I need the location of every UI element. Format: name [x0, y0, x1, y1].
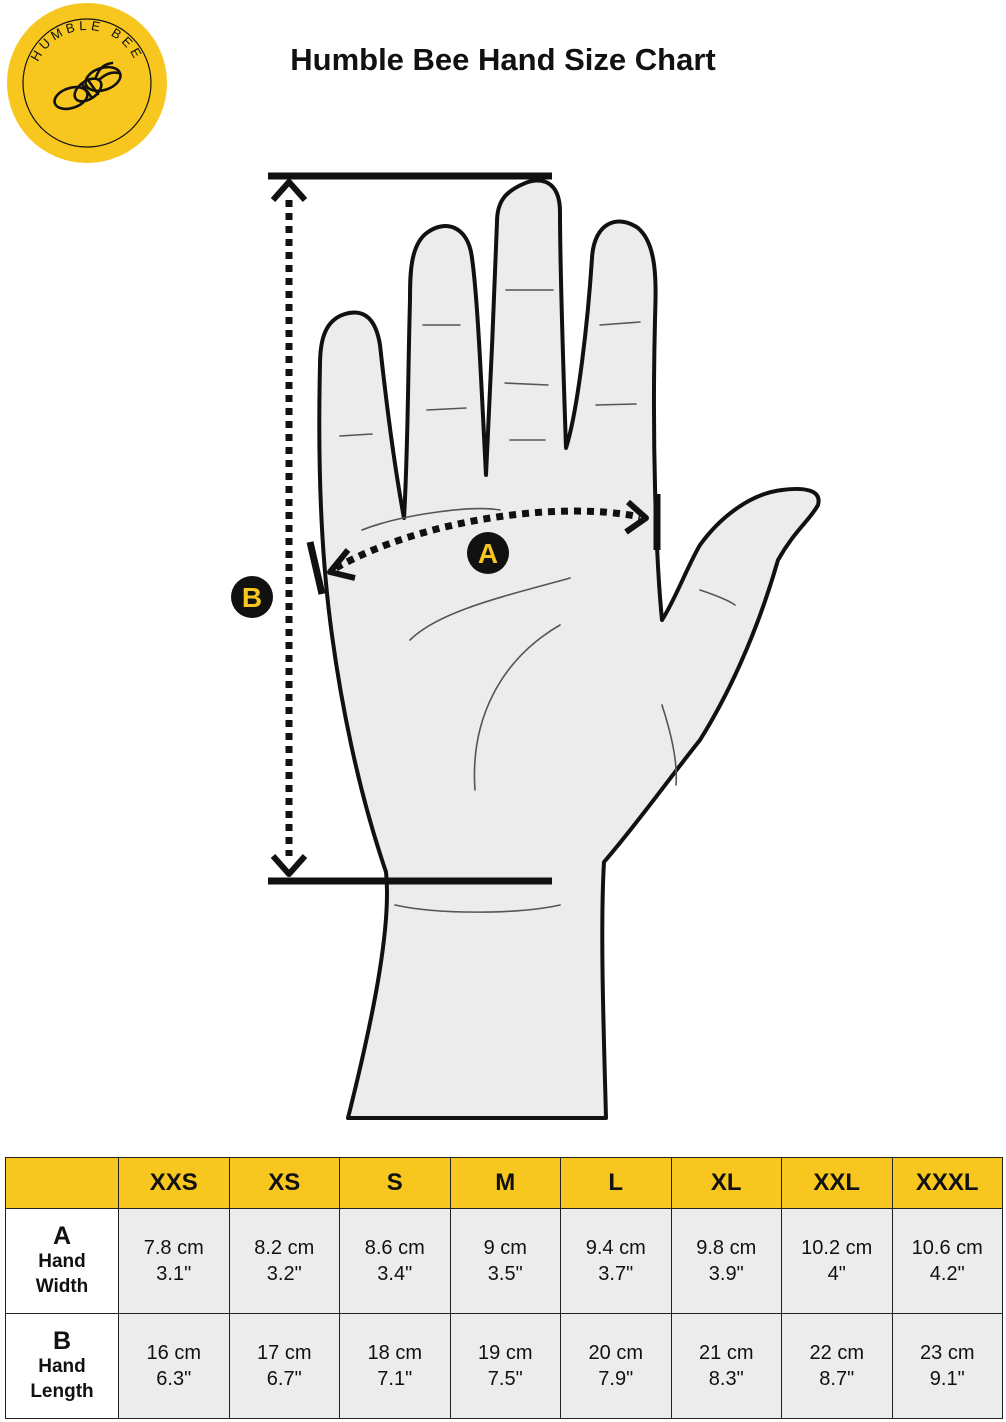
row-header: A Hand Width	[5, 1208, 119, 1314]
size-header: XL	[670, 1157, 782, 1209]
row-label-line2: Width	[35, 1275, 89, 1297]
inch-value: 7.9"	[598, 1368, 634, 1390]
size-header: M	[449, 1157, 561, 1209]
width-label: A	[478, 538, 498, 569]
cm-value: 8.6 cm	[364, 1237, 425, 1259]
cm-value: 7.8 cm	[143, 1237, 204, 1259]
page-title: Humble Bee Hand Size Chart	[290, 42, 716, 77]
table-cell: 9.4 cm 3.7"	[560, 1208, 672, 1314]
header-corner	[5, 1157, 119, 1209]
size-table: XXS XS S M L XL XXL XXXL A Hand Width 7.…	[5, 1157, 1003, 1419]
size-header: XXS	[118, 1157, 230, 1209]
cm-value: 8.2 cm	[254, 1237, 315, 1259]
size-header: XS	[228, 1157, 340, 1209]
inch-value: 7.1"	[377, 1368, 413, 1390]
table-cell: 7.8 cm 3.1"	[118, 1208, 230, 1314]
inch-value: 3.9"	[708, 1263, 744, 1285]
hand-width-row: A Hand Width 7.8 cm 3.1" 8.2 cm 3.2" 8.6 c…	[5, 1208, 1003, 1314]
table-cell: 21 cm 8.3"	[670, 1313, 782, 1419]
size-header: S	[339, 1157, 451, 1209]
cm-value: 9 cm	[483, 1237, 527, 1259]
row-label-line1: Hand	[38, 1251, 86, 1273]
length-label: B	[242, 582, 262, 613]
width-arrow	[327, 499, 649, 581]
cm-value: 10.2 cm	[801, 1237, 873, 1259]
cm-value: 16 cm	[146, 1342, 201, 1364]
cm-value: 20 cm	[588, 1342, 643, 1364]
row-label-line1: Hand	[38, 1356, 86, 1378]
cm-value: 21 cm	[699, 1342, 754, 1364]
inch-value: 3.4"	[377, 1263, 413, 1285]
size-header: L	[560, 1157, 672, 1209]
width-left-bar	[306, 541, 326, 595]
inch-value: 8.7"	[819, 1368, 855, 1390]
hand-length-row: B Hand Length 16 cm 6.3" 17 cm 6.7" 18 cm 7…	[5, 1313, 1003, 1419]
table-cell: 10.6 cm 4.2"	[891, 1208, 1003, 1314]
width-label-badge: A	[467, 532, 509, 574]
table-cell: 19 cm 7.5"	[449, 1313, 561, 1419]
table-cell: 23 cm 9.1"	[891, 1313, 1003, 1419]
inch-value: 9.1"	[929, 1368, 965, 1390]
table-cell: 22 cm 8.7"	[781, 1313, 893, 1419]
cm-value: 18 cm	[367, 1342, 422, 1364]
size-header: XXXL	[891, 1157, 1003, 1209]
table-cell: 10.2 cm 4"	[781, 1208, 893, 1314]
hand-creases	[339, 289, 736, 913]
table-cell: 8.6 cm 3.4"	[339, 1208, 451, 1314]
table-cell: 17 cm 6.7"	[228, 1313, 340, 1419]
cm-value: 10.6 cm	[911, 1237, 983, 1259]
row-letter: A	[52, 1221, 72, 1250]
inch-value: 3.5"	[487, 1263, 523, 1285]
inch-value: 4"	[827, 1263, 846, 1285]
table-cell: 9.8 cm 3.9"	[670, 1208, 782, 1314]
inch-value: 4.2"	[929, 1263, 965, 1285]
hand-diagram: A B	[231, 172, 821, 1120]
row-header: B Hand Length	[5, 1313, 119, 1419]
cm-value: 19 cm	[478, 1342, 533, 1364]
size-header-row: XXS XS S M L XL XXL XXXL	[5, 1157, 1003, 1209]
hand-outline	[317, 178, 821, 1120]
inch-value: 3.7"	[598, 1263, 634, 1285]
row-label-line2: Length	[30, 1380, 94, 1402]
inch-value: 6.7"	[266, 1368, 302, 1390]
inch-value: 3.2"	[266, 1263, 302, 1285]
cm-value: 23 cm	[920, 1342, 975, 1364]
bee-icon	[53, 61, 122, 111]
inch-value: 6.3"	[156, 1368, 192, 1390]
table-cell: 8.2 cm 3.2"	[228, 1208, 340, 1314]
cm-value: 17 cm	[257, 1342, 312, 1364]
cm-value: 9.4 cm	[585, 1237, 646, 1259]
size-header: XXL	[781, 1157, 893, 1209]
cm-value: 9.8 cm	[696, 1237, 757, 1259]
row-letter: B	[52, 1326, 72, 1355]
table-cell: 20 cm 7.9"	[560, 1313, 672, 1419]
humble-bee-logo: HUMBLE BEE	[7, 3, 167, 163]
inch-value: 3.1"	[156, 1263, 192, 1285]
table-cell: 18 cm 7.1"	[339, 1313, 451, 1419]
cm-value: 22 cm	[809, 1342, 864, 1364]
length-label-badge: B	[231, 576, 273, 618]
table-cell: 9 cm 3.5"	[449, 1208, 561, 1314]
length-arrow	[270, 179, 308, 877]
inch-value: 8.3"	[708, 1368, 744, 1390]
inch-value: 7.5"	[487, 1368, 523, 1390]
table-cell: 16 cm 6.3"	[118, 1313, 230, 1419]
